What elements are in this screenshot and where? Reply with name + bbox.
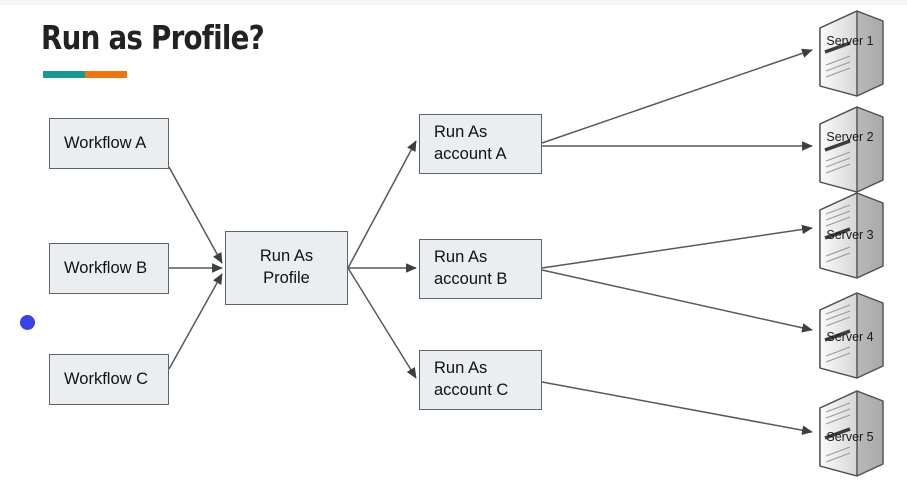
page-title: Run as Profile?: [41, 18, 265, 57]
server-1-label: Server 1: [826, 34, 874, 48]
server-tower-icon: [819, 192, 884, 279]
node-run-as-account-a[interactable]: Run As account A: [419, 114, 542, 174]
node-run-as-account-c[interactable]: Run As account C: [419, 350, 542, 410]
title-accent-rule: [43, 71, 127, 78]
edge-workflow-a-to-profile: [168, 166, 223, 264]
accent-rule-teal: [43, 71, 85, 78]
edge-account-b-to-server-4: [541, 269, 813, 333]
edge-profile-to-account-a: [347, 140, 417, 269]
edge-profile-to-account-c: [347, 267, 417, 379]
server-5-label: Server 5: [826, 430, 874, 444]
edge-account-b-to-server-3: [541, 224, 813, 269]
server-3[interactable]: Server 3: [812, 190, 888, 282]
server-tower-icon: [819, 390, 884, 477]
node-workflow-a[interactable]: Workflow A: [49, 118, 169, 169]
server-tower-icon: [819, 292, 884, 379]
server-tower-icon: [819, 106, 884, 193]
server-3-label: Server 3: [826, 228, 874, 242]
edge-workflow-c-to-profile: [168, 273, 223, 370]
server-2-label: Server 2: [826, 130, 874, 144]
node-run-as-account-b[interactable]: Run As account B: [419, 239, 542, 299]
accent-rule-orange: [85, 71, 127, 78]
edge-account-c-to-server-5: [541, 381, 813, 435]
edge-account-a-to-server-1: [541, 48, 813, 144]
node-run-as-profile[interactable]: Run As Profile: [225, 231, 348, 305]
server-4[interactable]: Server 4: [812, 290, 888, 382]
node-workflow-c[interactable]: Workflow C: [49, 354, 169, 405]
server-tower-icon: [819, 10, 884, 97]
node-workflow-b[interactable]: Workflow B: [49, 243, 169, 294]
server-5[interactable]: Server 5: [812, 388, 888, 480]
server-2[interactable]: Server 2: [812, 104, 888, 196]
cursor-dot: [20, 315, 35, 330]
top-band: [0, 0, 907, 5]
server-1[interactable]: Server 1: [812, 8, 888, 100]
server-4-label: Server 4: [826, 330, 874, 344]
